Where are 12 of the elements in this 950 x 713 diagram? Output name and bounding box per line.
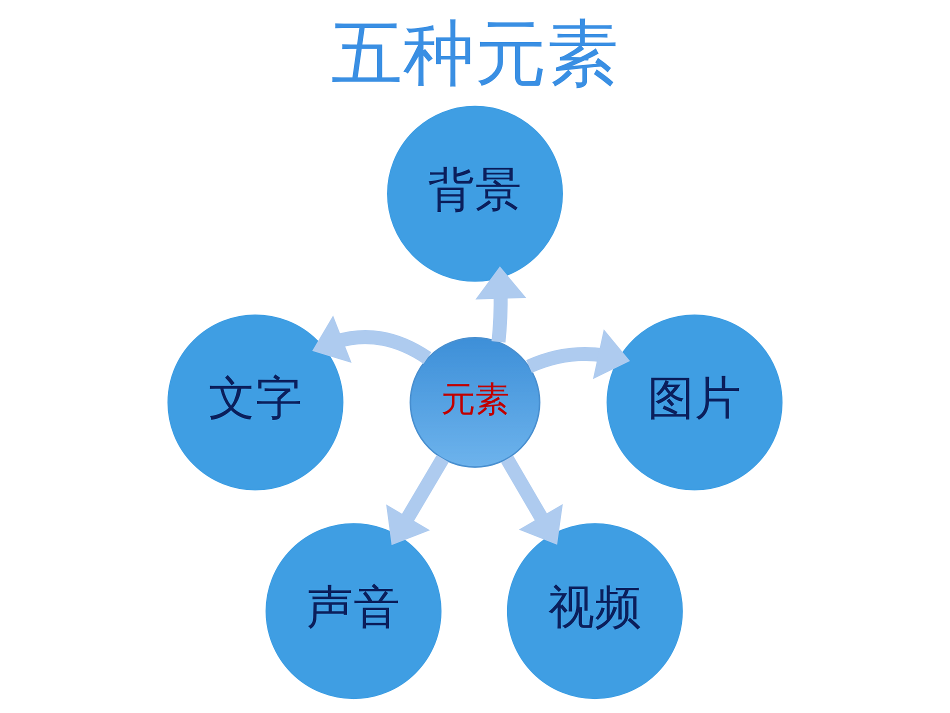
node-circle: 元素 [410, 337, 540, 468]
arrow [501, 456, 563, 545]
arrow [312, 315, 432, 364]
diagram-title: 五种元素 [331, 12, 619, 96]
arrow [386, 454, 449, 546]
arrow [475, 266, 526, 343]
node-circle: 声音 [266, 523, 442, 700]
node-circle: 视频 [506, 523, 683, 700]
node-circle: 文字 [167, 314, 344, 490]
arrow [526, 329, 630, 380]
node-circle: 背景 [387, 106, 563, 282]
node-circle: 图片 [606, 314, 783, 490]
